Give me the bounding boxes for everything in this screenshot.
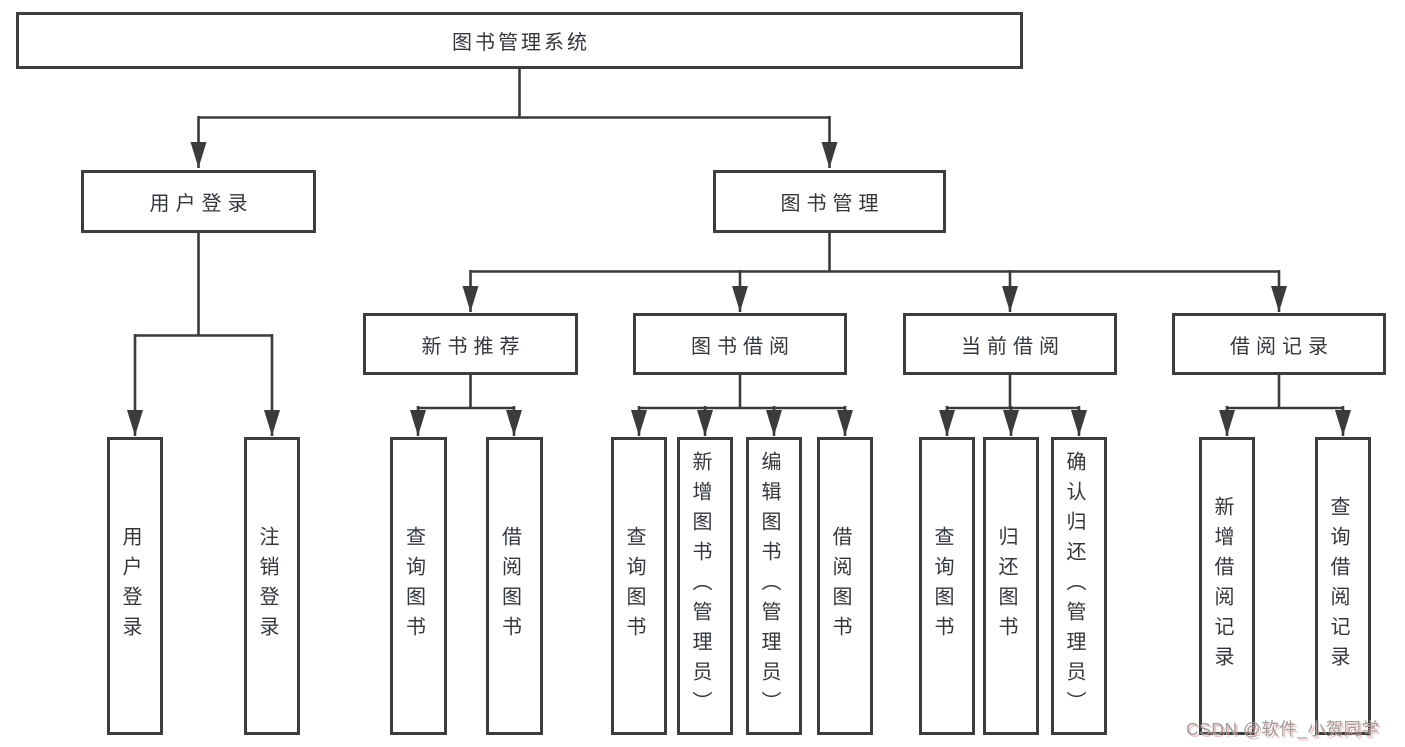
- node-label: 新增图书（管理员）: [689, 451, 711, 721]
- node-label: 借阅图书: [829, 526, 851, 646]
- node-borrow-book-recommend: 借阅图书: [486, 437, 543, 735]
- node-label: 新书推荐: [421, 335, 526, 358]
- connector-root-to-level2: [198, 69, 830, 119]
- node-logout: 注销登录: [244, 437, 300, 735]
- connector-current-to-leaves: [947, 375, 1079, 410]
- node-label: 查询图书: [402, 526, 425, 646]
- node-current-borrowing: 当前借阅: [903, 313, 1117, 375]
- node-library-management-system: 图书管理系统: [16, 12, 1023, 69]
- node-label: 用户登录: [119, 526, 141, 646]
- connector-mgmt-to-level3: [470, 233, 1279, 273]
- node-user-login: 用户登录: [81, 170, 316, 233]
- node-label: 查询图书: [623, 526, 645, 646]
- node-book-management: 图书管理: [713, 170, 946, 233]
- node-label: 确认归还（管理员）: [1063, 451, 1085, 721]
- csdn-watermark: CSDN @软件_小贺同学: [1186, 719, 1380, 739]
- node-borrowing-records: 借阅记录: [1172, 313, 1386, 375]
- node-label: 新增借阅记录: [1211, 496, 1233, 676]
- node-label: 归还图书: [995, 526, 1017, 646]
- node-edit-book-admin: 编辑图书（管理员）: [746, 437, 802, 735]
- node-label: 查询图书: [931, 526, 953, 646]
- node-label: 图书管理: [780, 193, 885, 215]
- node-query-books-recommend: 查询图书: [390, 437, 447, 735]
- node-label: 图书借阅: [691, 335, 795, 358]
- node-query-books-current: 查询图书: [919, 437, 975, 735]
- connector-login-to-leaves: [135, 233, 272, 337]
- node-book-borrowing: 图书借阅: [633, 313, 847, 375]
- connector-borrow-to-leaves: [639, 375, 845, 410]
- node-borrow-book: 借阅图书: [817, 437, 873, 735]
- connector-records-to-leaves: [1227, 375, 1343, 410]
- node-label: 借阅图书: [498, 526, 521, 646]
- node-add-borrow-record: 新增借阅记录: [1199, 437, 1255, 735]
- node-add-book-admin: 新增图书（管理员）: [677, 437, 733, 735]
- node-label: 用户登录: [149, 193, 254, 215]
- node-label: 借阅记录: [1230, 335, 1334, 358]
- node-label: 当前借阅: [961, 335, 1065, 358]
- connector-recommend-to-leaves: [418, 375, 514, 410]
- node-label: 图书管理系统: [452, 32, 590, 54]
- node-user-login-leaf: 用户登录: [107, 437, 163, 735]
- node-new-book-recommend: 新书推荐: [363, 313, 578, 375]
- node-return-book: 归还图书: [983, 437, 1039, 735]
- node-label: 编辑图书（管理员）: [758, 451, 780, 721]
- node-confirm-return-admin: 确认归还（管理员）: [1051, 437, 1107, 735]
- node-query-borrow-record: 查询借阅记录: [1315, 437, 1371, 735]
- node-query-books-borrowing: 查询图书: [611, 437, 667, 735]
- node-label: 注销登录: [256, 526, 278, 646]
- node-label: 查询借阅记录: [1327, 496, 1349, 676]
